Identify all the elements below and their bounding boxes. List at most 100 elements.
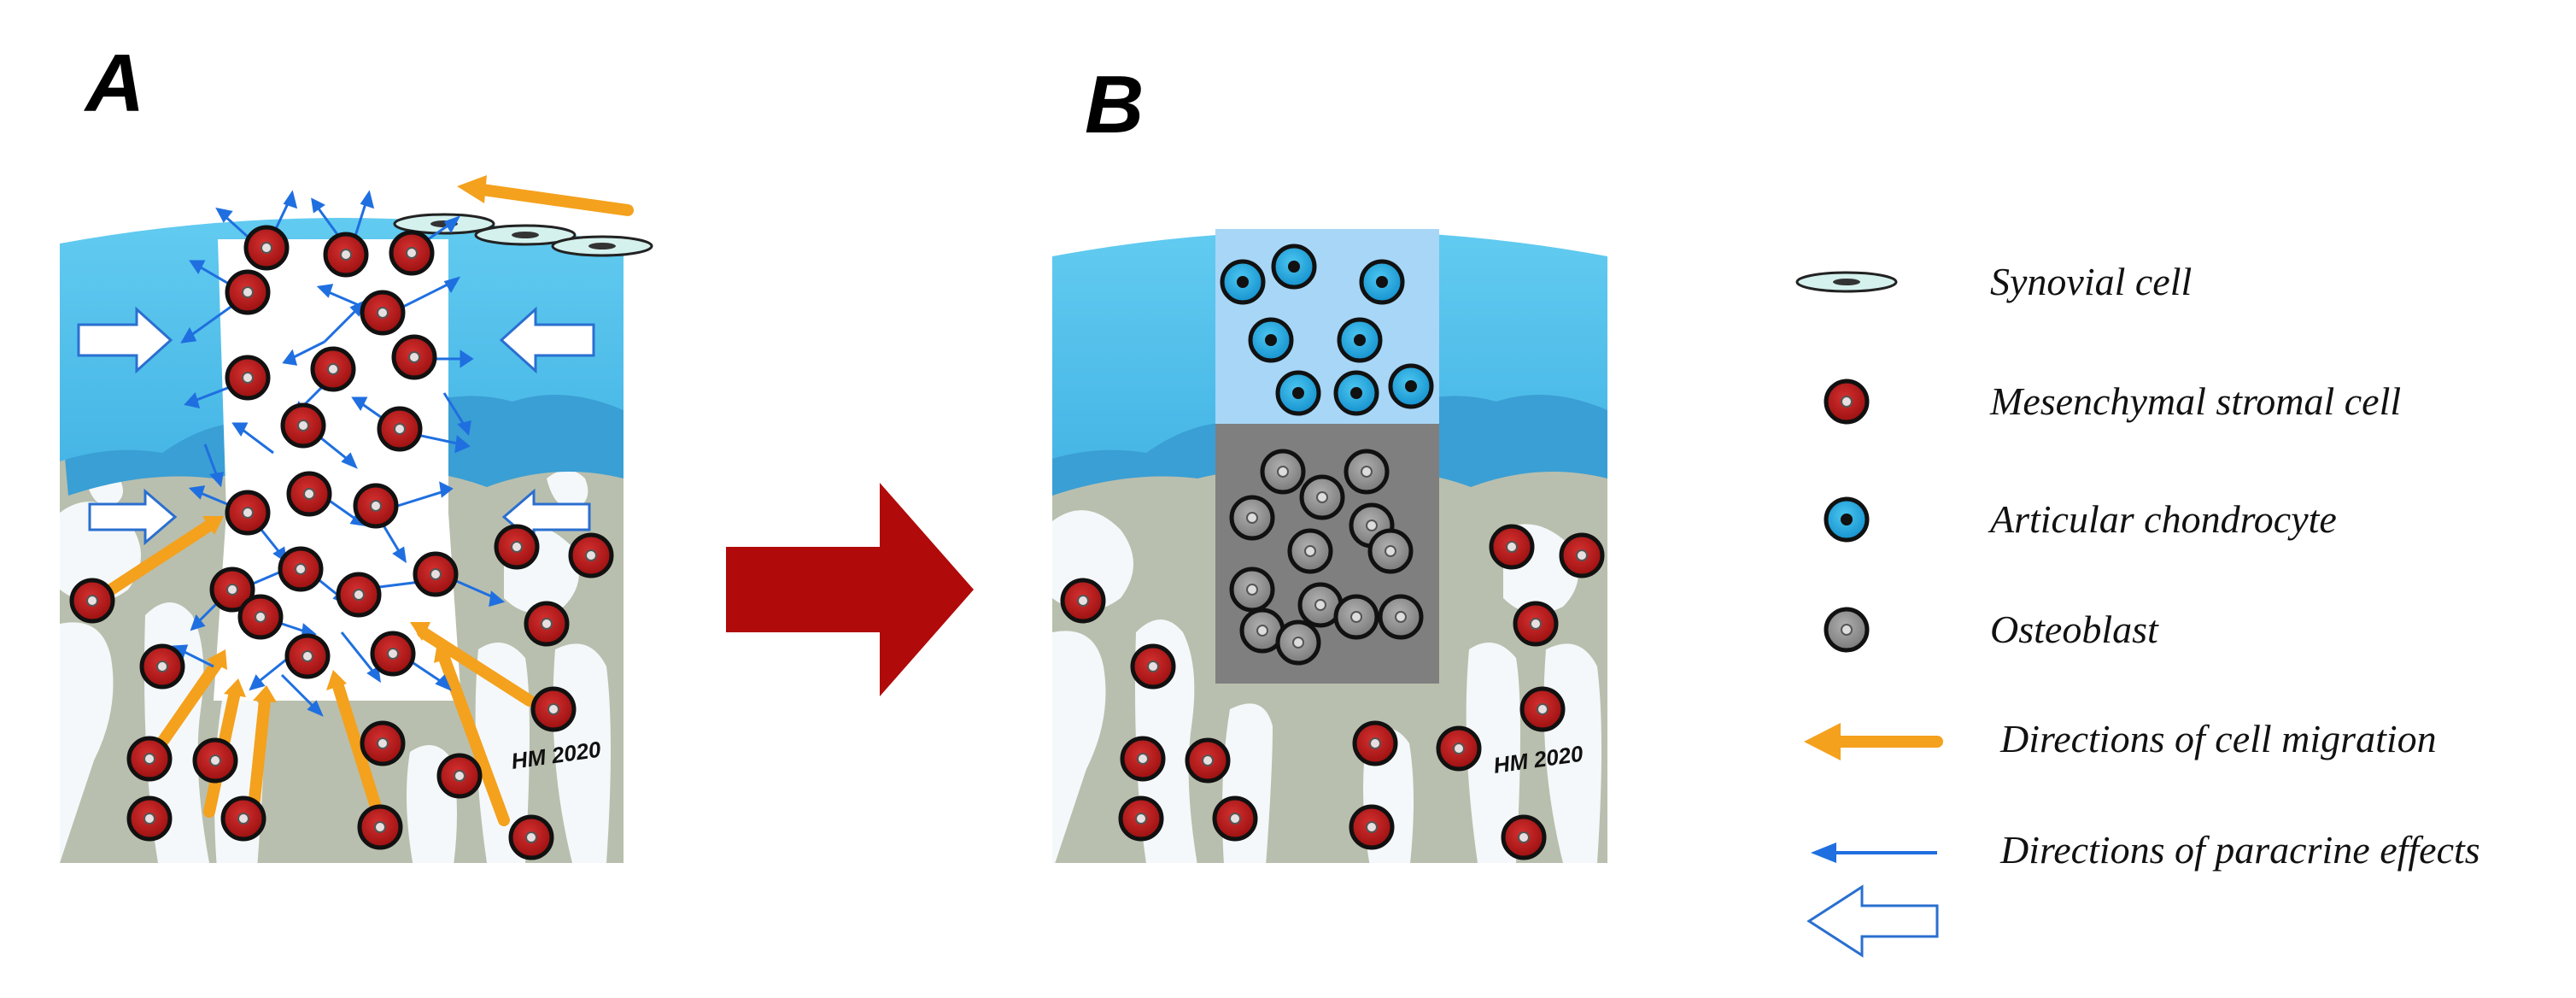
osteoblast-cell: [1287, 528, 1333, 574]
msc-cell: [1436, 725, 1482, 772]
legend-msc-label: Mesenchymal stromal cell: [1989, 379, 2401, 423]
panel-b: B: [1052, 59, 1607, 863]
msc-cell: [139, 643, 185, 690]
osteoblast-cell: [1367, 528, 1414, 574]
msc-cell: [1349, 804, 1395, 850]
legend-chondrocyte: Articular chondrocyte: [1824, 496, 2337, 543]
msc-cell: [69, 578, 115, 624]
msc-cell: [1212, 795, 1258, 842]
chondrocyte-cell: [1388, 363, 1434, 409]
chondrocytes-b: [1220, 244, 1434, 416]
msc-cell: [192, 737, 238, 784]
hollow-arrow-icon: [1806, 884, 1939, 958]
msc-cell: [243, 225, 290, 271]
panel-a-label: A: [84, 38, 144, 129]
msc-cell-icon: [1824, 379, 1870, 425]
msc-cell: [237, 594, 284, 640]
msc-cell: [508, 814, 554, 860]
msc-cell: [436, 753, 483, 799]
chondrocyte-cell: [1333, 370, 1379, 416]
migration-arrowheads: [202, 175, 487, 702]
msc-cell: [225, 269, 271, 315]
msc-cell: [209, 567, 255, 613]
msc-cell: [1130, 643, 1176, 690]
chondrocyte-cell: [1359, 259, 1405, 305]
osteoblast-icon: [1824, 607, 1870, 653]
msc-cell: [225, 355, 271, 401]
orange-arrow-icon: [1804, 723, 1943, 760]
msc-cell: [278, 546, 324, 592]
osteoblast-cell: [1260, 449, 1306, 495]
synovial-cell: [393, 213, 495, 235]
legend-osteoblast: Osteoblast: [1824, 607, 2159, 653]
msc-cell: [284, 633, 331, 679]
osteoblast-cell: [1299, 474, 1345, 520]
chondrocyte-cell: [1275, 370, 1321, 416]
msc-cell: [1489, 524, 1535, 570]
chondrocyte-cell: [1220, 259, 1266, 305]
osteoblast-cell: [1275, 619, 1321, 666]
msc-cell: [1501, 814, 1547, 860]
msc-cell: [360, 290, 406, 336]
msc-cell: [494, 524, 540, 570]
osteoblast-cell: [1333, 594, 1379, 640]
legend-synovial-label: Synovial cell: [1990, 260, 2192, 303]
msc-cell: [391, 334, 437, 380]
panel-b-label: B: [1085, 59, 1144, 150]
chondrocyte-cell: [1337, 317, 1383, 363]
msc-cells-b: [1060, 524, 1605, 860]
hollow-paracrine-arrows: [77, 306, 595, 546]
msc-cell: [310, 346, 356, 392]
msc-cell: [126, 795, 173, 842]
msc-cell: [370, 631, 416, 677]
msc-cell: [524, 601, 570, 647]
osteoblast-cell: [1344, 449, 1390, 495]
osteoblast-cell: [1229, 567, 1275, 613]
legend-msc: Mesenchymal stromal cell: [1824, 379, 2401, 425]
msc-cell: [1185, 737, 1231, 784]
chondrocyte-icon: [1824, 496, 1870, 543]
legend-osteoblast-label: Osteoblast: [1990, 608, 2159, 651]
msc-cell: [1120, 736, 1166, 782]
chondrocyte-cell: [1248, 317, 1294, 363]
legend: Synovial cell Mesenchymal stromal cell A…: [1795, 260, 2480, 958]
msc-cell: [530, 686, 577, 732]
osteoblast-cell: [1378, 594, 1424, 640]
legend-synovial: Synovial cell: [1795, 260, 2192, 303]
legend-paracrine-label: Directions of paracrine effects: [1999, 828, 2480, 872]
msc-cell: [389, 230, 435, 276]
msc-cell: [413, 551, 459, 597]
panel-a: A: [60, 38, 653, 863]
msc-cell: [357, 804, 403, 850]
legend-migration-label: Directions of cell migration: [1999, 717, 2437, 760]
msc-cell: [1118, 795, 1164, 842]
osteoblast-cell: [1349, 502, 1395, 549]
msc-cell: [1519, 686, 1566, 732]
msc-cell: [1352, 720, 1398, 766]
legend-chondrocyte-label: Articular chondrocyte: [1988, 497, 2337, 541]
msc-cell: [568, 532, 614, 578]
msc-cell: [220, 795, 266, 842]
synovial-cell-icon: [1795, 271, 1898, 293]
msc-cell: [1060, 578, 1106, 624]
msc-cell: [1559, 532, 1605, 578]
msc-cell: [126, 736, 173, 782]
msc-cell: [336, 572, 382, 618]
msc-cell: [360, 720, 406, 766]
osteoblasts-b: [1229, 449, 1424, 666]
chondrocyte-cell: [1271, 244, 1317, 290]
msc-cells-a: [69, 225, 614, 860]
synovial-cell: [474, 224, 577, 246]
msc-cell: [323, 232, 369, 278]
blue-arrow-icon: [1811, 842, 1937, 863]
msc-cell: [286, 471, 332, 517]
legend-migration: Directions of cell migration: [1804, 717, 2437, 760]
synovial-cell: [551, 235, 653, 257]
osteoblast-cell: [1229, 495, 1275, 541]
msc-cell: [1513, 601, 1559, 647]
msc-cell: [225, 490, 271, 536]
migration-arrows: [105, 184, 634, 831]
msc-cell: [377, 406, 423, 452]
synovial-cells: [393, 213, 653, 257]
